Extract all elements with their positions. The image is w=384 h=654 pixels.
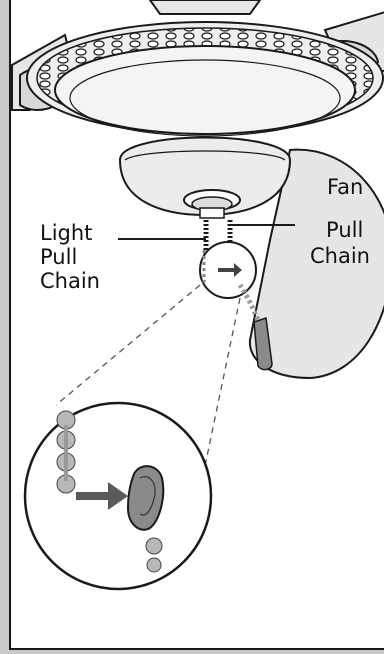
magnifier-circle-large bbox=[25, 403, 211, 589]
fan-blade-top bbox=[150, 0, 260, 14]
bead bbox=[146, 538, 162, 554]
bead-link bbox=[64, 425, 68, 481]
motor-housing-inner bbox=[55, 46, 355, 134]
switch-neck bbox=[200, 208, 224, 218]
bead bbox=[147, 558, 161, 572]
